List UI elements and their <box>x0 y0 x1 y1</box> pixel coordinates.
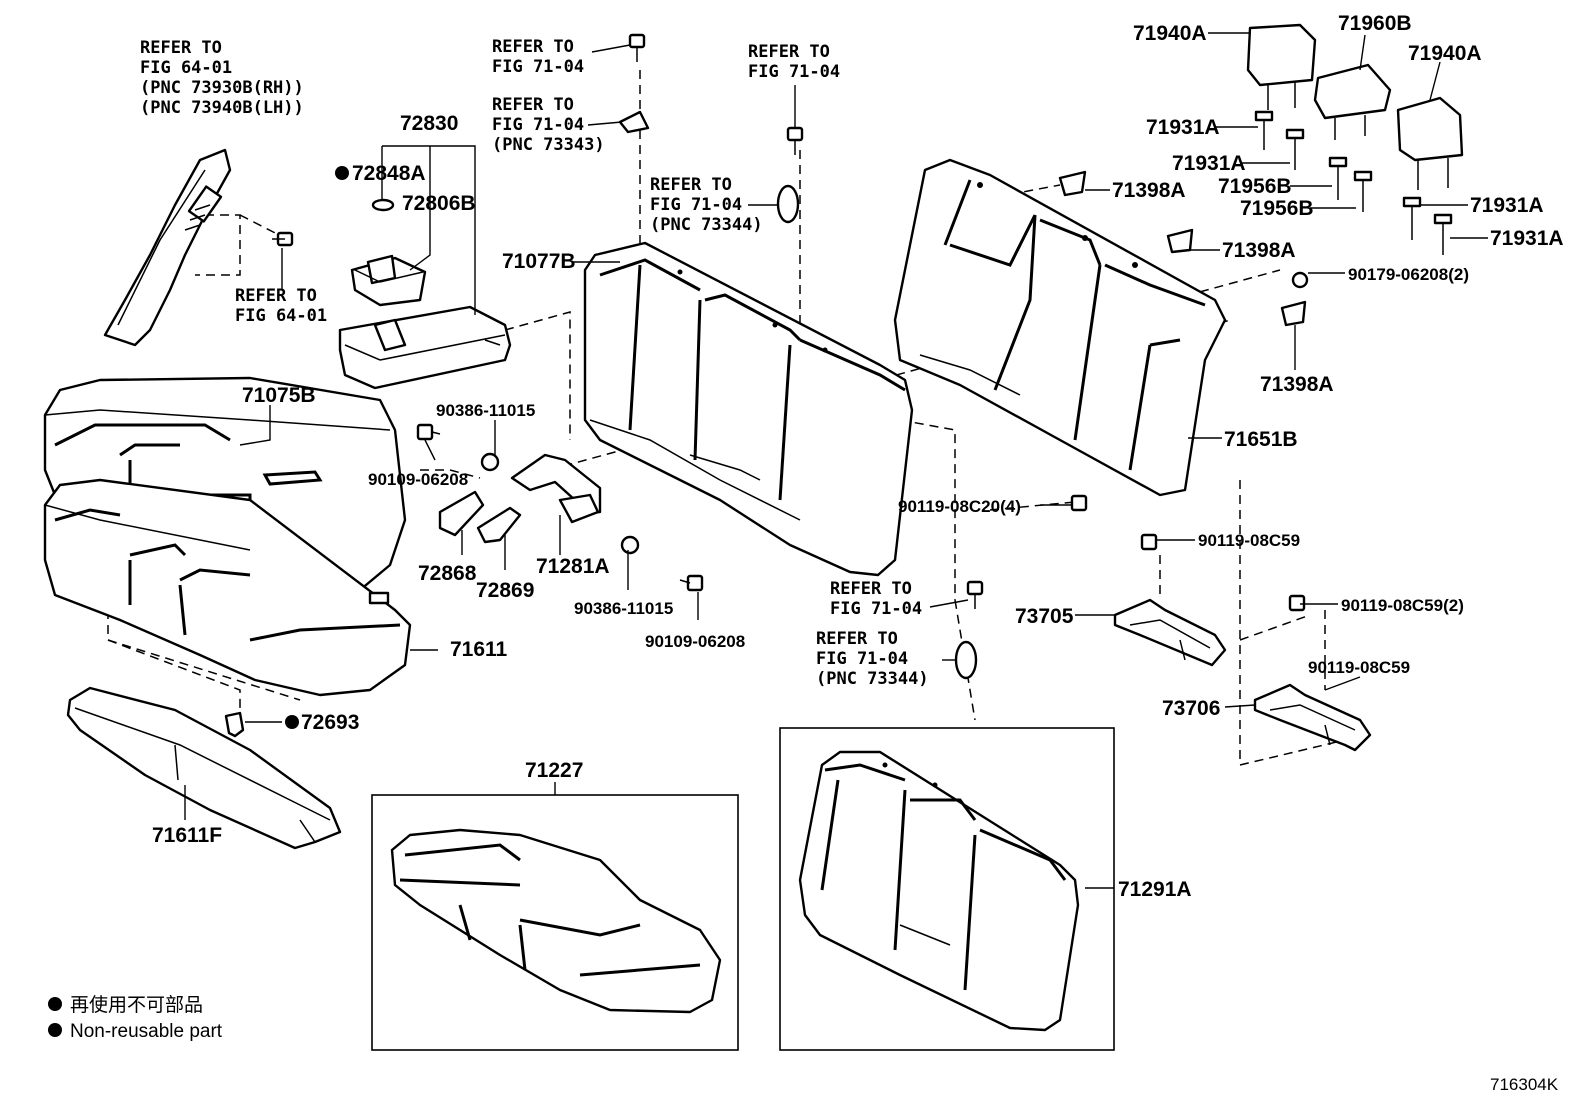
hook-icon <box>618 110 978 680</box>
plate-72868 <box>438 490 485 537</box>
diagram-code: 716304K <box>1490 1075 1559 1094</box>
seatback-pad <box>583 241 914 577</box>
part-90386-b: 90386-11015 <box>574 599 673 618</box>
washer-icon <box>371 198 395 212</box>
part-90109-a: 90109-06208 <box>368 470 468 489</box>
part-71940A-b: 71940A <box>1408 42 1482 65</box>
screw-icon <box>628 33 984 609</box>
part-71956B-a: 71956B <box>1218 175 1292 198</box>
part-71960B: 71960B <box>1338 12 1412 35</box>
part-90119-08C20: 90119-08C20(4) <box>898 497 1021 516</box>
refer-71-04-pnc73343: REFER TO FIG 71-04 (PNC 73343) <box>492 95 605 155</box>
part-71611F: 71611F <box>152 824 222 847</box>
refer-64-01-b: REFER TO FIG 64-01 <box>235 286 327 326</box>
part-71931A-d: 71931A <box>1490 227 1564 250</box>
part-71398A-c: 71398A <box>1260 373 1334 396</box>
part-90179: 90179-06208(2) <box>1348 265 1469 284</box>
part-90119-08C59-2: 90119-08C59(2) <box>1341 596 1464 615</box>
legend-japanese: 再使用不可部品 <box>70 994 203 1016</box>
refer-71-04-pnc73344-b: REFER TO FIG 71-04 (PNC 73344) <box>816 629 929 689</box>
legend-dot-icon <box>48 1023 62 1037</box>
leader-lines <box>184 32 1488 889</box>
part-71931A-a: 71931A <box>1146 116 1220 139</box>
plate-72869 <box>476 506 522 544</box>
hinge-bracket <box>510 453 602 524</box>
legend-english: Non-reusable part <box>70 1021 223 1042</box>
part-71227: 71227 <box>525 759 583 782</box>
seatback-frame <box>798 750 1080 1032</box>
bolt-icon <box>416 423 704 592</box>
part-71291A: 71291A <box>1118 878 1192 901</box>
refer-71-04-a: REFER TO FIG 71-04 <box>492 37 584 77</box>
part-71077B: 71077B <box>502 250 576 273</box>
part-90119-08C59-b: 90119-08C59 <box>1308 658 1410 677</box>
headrest-left <box>1246 23 1317 110</box>
box-71291A <box>779 727 1115 1051</box>
headrest-right <box>1396 96 1464 190</box>
non-reusable-dot-72693 <box>285 715 299 729</box>
part-71956B-b: 71956B <box>1240 197 1314 220</box>
armrest <box>338 305 512 390</box>
legend: 再使用不可部品 Non-reusable part <box>48 994 223 1042</box>
part-71931A-b: 71931A <box>1172 152 1246 175</box>
part-72869: 72869 <box>476 579 534 602</box>
clip-72693-icon <box>224 711 245 738</box>
legend-dot-icon <box>48 997 62 1011</box>
part-71651B: 71651B <box>1224 428 1298 451</box>
seatback-cover <box>893 158 1227 497</box>
clip-icon <box>272 231 294 247</box>
part-90109-b: 90109-06208 <box>645 632 745 651</box>
part-72868: 72868 <box>418 562 477 585</box>
part-71281A: 71281A <box>536 555 610 578</box>
under-tray <box>66 686 342 850</box>
part-72693: 72693 <box>301 711 359 734</box>
part-71075B: 71075B <box>242 384 316 407</box>
seat-cushion-pad <box>43 478 412 697</box>
support-icon <box>1254 110 1453 255</box>
part-71931A-c: 71931A <box>1470 194 1544 217</box>
refer-71-04-b: REFER TO FIG 71-04 <box>748 42 840 82</box>
part-90386-a: 90386-11015 <box>436 401 535 420</box>
cushion-frame <box>390 828 722 1014</box>
part-71398A-b: 71398A <box>1222 239 1296 262</box>
part-90119-08C59-a: 90119-08C59 <box>1198 531 1300 550</box>
part-73706: 73706 <box>1162 697 1220 720</box>
part-71611: 71611 <box>450 638 508 661</box>
hinge-73706 <box>1253 683 1372 752</box>
refer-64-01-a: REFER TO FIG 64-01 (PNC 73930B(RH)) (PNC… <box>140 38 314 118</box>
guide-icon <box>1058 170 1309 327</box>
non-reusable-dot-72848A <box>335 166 349 180</box>
pillar-trim <box>103 148 232 347</box>
part-71940A-a: 71940A <box>1133 22 1207 45</box>
part-72830: 72830 <box>400 112 458 135</box>
part-72806B: 72806B <box>402 192 476 215</box>
part-73705: 73705 <box>1015 605 1074 628</box>
refer-71-04-pnc73344-a: REFER TO FIG 71-04 (PNC 73344) <box>650 175 763 235</box>
cup-holder <box>350 254 427 307</box>
headrest-center <box>1313 63 1392 140</box>
part-72848A: 72848A <box>352 162 426 185</box>
refer-71-04-c: REFER TO FIG 71-04 <box>830 579 922 619</box>
bolt-90119-icon <box>1070 494 1306 612</box>
hinge-73705 <box>1113 598 1227 667</box>
part-71398A-a: 71398A <box>1112 179 1186 202</box>
